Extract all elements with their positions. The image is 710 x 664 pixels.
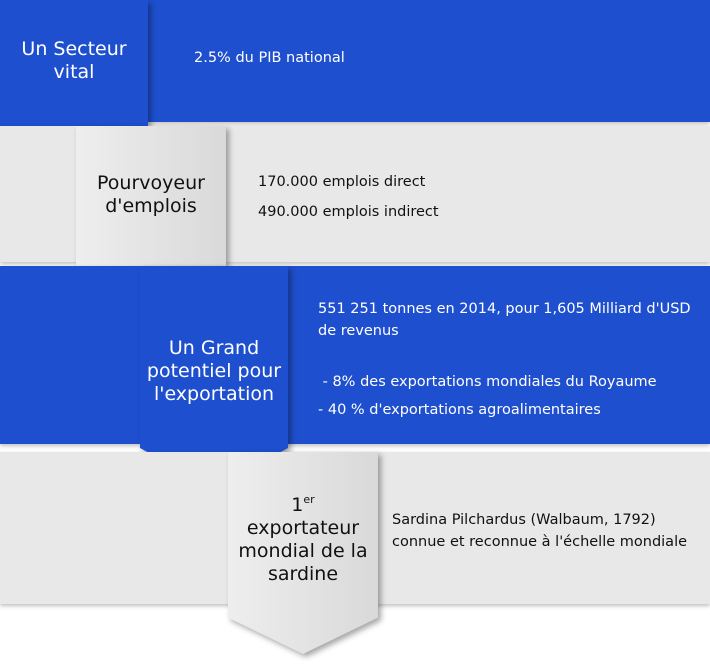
- section-4-rank: 1er: [291, 493, 315, 516]
- section-3-title: Un Grand potentiel pour l'exportation: [146, 337, 282, 405]
- section-4-chevron: [228, 452, 378, 654]
- section-1-title: Un Secteur vital: [21, 38, 127, 83]
- section-4-title-text: exportateur mondial de la sardine: [238, 517, 368, 585]
- section-2-title: Pourvoyeur d'emplois: [97, 172, 205, 217]
- section-4-line-1: Sardina Pilchardus (Walbaum, 1792) connu…: [392, 512, 688, 550]
- section-3-line-2: - 8% des exportations mondiales du Royau…: [318, 374, 657, 390]
- section-3-line-1: 551 251 tonnes en 2014, pour 1,605 Milli…: [318, 301, 691, 339]
- section-3-chevron: [140, 266, 288, 488]
- section-1-line-1: 2.5% du PIB national: [194, 50, 345, 66]
- section-2-line-2: 490.000 emplois indirect: [258, 204, 439, 220]
- section-4-title: 1er exportateur mondial de la sardine: [232, 488, 374, 586]
- section-3-band: [0, 266, 710, 444]
- section-2-line-1: 170.000 emplois direct: [258, 174, 426, 190]
- section-3-line-3: - 40 % d'exportations agroalimentaires: [318, 402, 601, 418]
